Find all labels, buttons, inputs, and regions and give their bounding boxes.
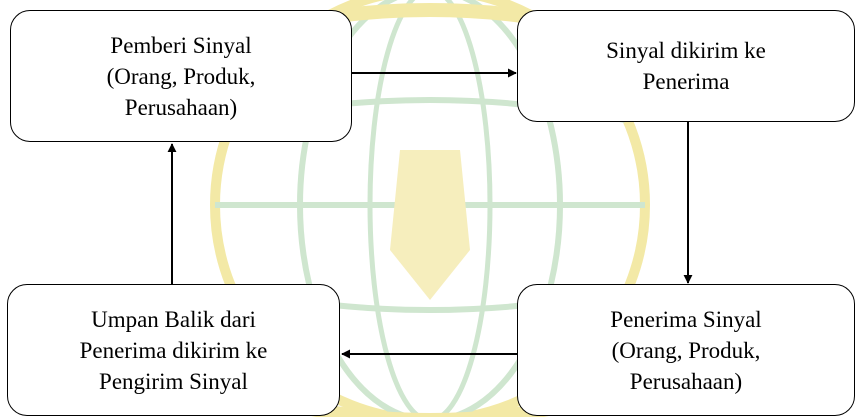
node-feedback-text: Umpan Balik dari Penerima dikirim ke Pen…	[80, 304, 268, 397]
node-receiver-line: (Orang, Produk,	[611, 337, 761, 363]
node-feedback-line: Penerima dikirim ke	[79, 337, 268, 363]
node-sender-line: Perusahaan)	[124, 94, 238, 120]
node-feedback: Umpan Balik dari Penerima dikirim ke Pen…	[7, 284, 340, 416]
node-sender-line: (Orang, Produk,	[106, 63, 256, 89]
node-sent-line: Sinyal dikirim ke	[606, 38, 766, 63]
node-receiver-line: Penerima Sinyal	[610, 306, 762, 332]
node-feedback-line: Pengirim Sinyal	[99, 368, 248, 394]
node-signal-sender: Pemberi Sinyal (Orang, Produk, Perusahaa…	[10, 10, 352, 142]
node-sender-text: Pemberi Sinyal (Orang, Produk, Perusahaa…	[107, 30, 256, 123]
node-signal-sent: Sinyal dikirim ke Penerima	[517, 10, 855, 122]
globe-watermark-icon	[210, 0, 650, 417]
node-signal-receiver: Penerima Sinyal (Orang, Produk, Perusaha…	[517, 284, 855, 416]
node-sent-text: Sinyal dikirim ke Penerima	[606, 35, 766, 97]
node-feedback-line: Umpan Balik dari	[91, 306, 256, 332]
node-sender-line: Pemberi Sinyal	[110, 32, 252, 58]
node-sent-line: Penerima	[642, 69, 730, 94]
node-receiver-line: Perusahaan)	[629, 368, 743, 394]
node-receiver-text: Penerima Sinyal (Orang, Produk, Perusaha…	[610, 304, 761, 397]
